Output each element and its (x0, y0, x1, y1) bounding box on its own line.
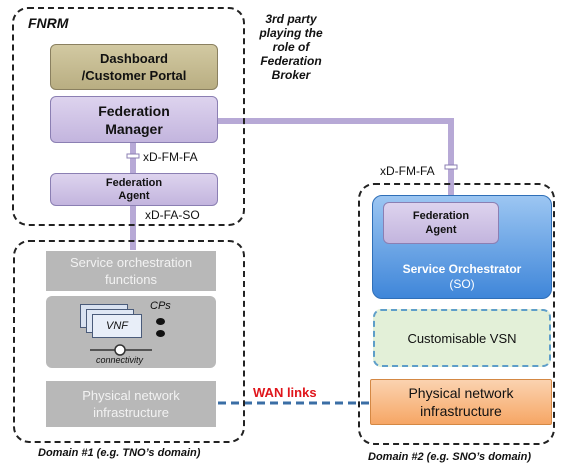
phys-right-line1: Physical network (408, 385, 514, 401)
connectivity-label: connectivity (96, 355, 144, 365)
interface-label-fa-so: xD-FA-SO (145, 208, 200, 222)
if-tick-left (126, 153, 140, 159)
broker-note-line: playing the (259, 26, 323, 40)
federation-agent-right-line1: Federation (412, 210, 470, 222)
so-line2: (SO) (449, 277, 475, 291)
dashboard-line1: Dashboard (100, 51, 168, 66)
federation-manager-box[interactable]: Federation Manager (50, 96, 218, 143)
broker-note: 3rd party playing the role of Federation… (236, 12, 346, 82)
interface-label-fm-fa-right: xD-FM-FA (380, 164, 435, 178)
domain1-region (13, 240, 245, 443)
service-orchestrator-label: Service Orchestrator (SO) (372, 262, 552, 292)
dashboard-box[interactable]: Dashboard /Customer Portal (50, 44, 218, 90)
federation-agent-right-box[interactable]: Federation Agent (383, 202, 499, 244)
dashboard-line2: /Customer Portal (81, 68, 187, 83)
phys-right-line2: infrastructure (420, 403, 502, 419)
federation-agent-left-line2: Agent (118, 189, 150, 202)
federation-manager-line2: Manager (105, 120, 163, 137)
broker-note-line: Broker (271, 68, 311, 82)
cp-dot-icon (156, 330, 165, 337)
domain1-caption: Domain #1 (e.g. TNO’s domain) (38, 447, 201, 459)
federation-agent-left-line1: Federation (105, 176, 163, 189)
fnrm-title: FNRM (28, 15, 69, 31)
customisable-vsn-box[interactable]: Customisable VSN (373, 309, 551, 367)
domain2-region (358, 183, 555, 445)
cps-label: CPs (150, 300, 171, 312)
federation-manager-line1: Federation (98, 102, 170, 119)
connectivity-line-icon (90, 344, 152, 356)
cp-dot-icon (156, 318, 165, 325)
so-line1: Service Orchestrator (402, 262, 522, 276)
broker-note-line: 3rd party (265, 12, 317, 26)
physical-infrastructure-right-box[interactable]: Physical network infrastructure (370, 379, 552, 425)
sof-line2: functions (104, 272, 158, 287)
phys-left-line1: Physical network (82, 388, 180, 403)
customisable-vsn-label: Customisable VSN (407, 330, 517, 346)
broker-note-line: Federation (260, 54, 322, 68)
federation-agent-right-line2: Agent (425, 224, 457, 236)
sof-line1: Service orchestration (69, 255, 193, 270)
domain2-caption: Domain #2 (e.g. SNO’s domain) (368, 451, 531, 463)
federation-agent-left-box[interactable]: Federation Agent (50, 173, 218, 206)
service-orchestration-functions-box[interactable]: Service orchestration functions (46, 251, 216, 291)
fm-to-domain2-link (218, 118, 454, 198)
if-tick-right (444, 164, 458, 170)
vnf-card-front: VNF (92, 314, 142, 338)
fnrm-region (12, 7, 245, 226)
vnf-panel[interactable]: VNF CPs connectivity (46, 296, 216, 368)
phys-left-line2: infrastructure (93, 405, 169, 420)
wan-links-label: WAN links (253, 385, 317, 400)
interface-label-fm-fa-left: xD-FM-FA (143, 150, 198, 164)
vnf-label: VNF (106, 320, 128, 332)
broker-note-line: role of (272, 40, 310, 54)
physical-infrastructure-left-box[interactable]: Physical network infrastructure (46, 381, 216, 427)
